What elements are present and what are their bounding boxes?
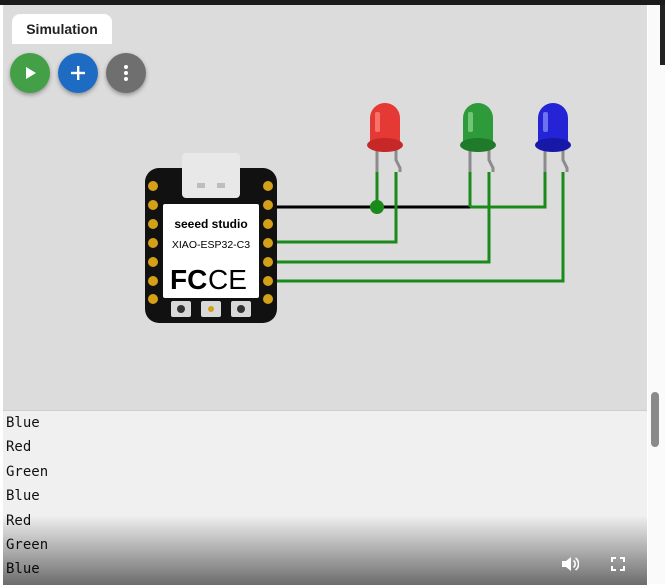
- console-line: Red: [6, 512, 32, 529]
- play-button[interactable]: [10, 53, 50, 93]
- fc-logo: FC: [170, 264, 207, 295]
- more-options-button[interactable]: [106, 53, 146, 93]
- volume-icon: [562, 557, 579, 571]
- top-bar: [0, 0, 665, 5]
- console-line: Blue: [6, 415, 40, 431]
- fullscreen-icon: [611, 557, 625, 571]
- signal-wire-red: [268, 172, 398, 244]
- wire-junction: [370, 200, 384, 214]
- scrollbar-thumb[interactable]: [651, 392, 659, 447]
- console-line: Green: [6, 536, 49, 553]
- ce-logo: CE: [208, 264, 247, 295]
- console-line: Red: [6, 439, 32, 456]
- usb-c-port: [182, 153, 240, 198]
- circuit-diagram: seeed studio XIAO-ESP32-C3 FC CE: [145, 103, 571, 323]
- play-icon: [26, 67, 36, 79]
- wires: [268, 172, 565, 283]
- board-model: XIAO-ESP32-C3: [172, 239, 250, 251]
- xiao-esp32-c3-board[interactable]: seeed studio XIAO-ESP32-C3 FC CE: [145, 153, 277, 323]
- tab-simulation[interactable]: Simulation: [12, 14, 112, 44]
- led-blue[interactable]: [535, 103, 571, 172]
- signal-wire-green: [268, 172, 491, 264]
- led-green[interactable]: [460, 103, 496, 172]
- board-brand: seeed studio: [174, 217, 247, 231]
- signal-wire-blue: [268, 172, 565, 283]
- more-vertical-icon: [124, 65, 128, 81]
- fullscreen-button[interactable]: [606, 552, 630, 576]
- pins-left: [148, 181, 158, 304]
- console-line: Blue: [6, 488, 40, 505]
- volume-button[interactable]: [558, 552, 582, 576]
- serial-monitor: Blue Red Green Blue Red Green Blue: [3, 410, 647, 585]
- ground-wire-blue: [470, 172, 547, 209]
- scrollbar-track[interactable]: [648, 5, 665, 584]
- led-red[interactable]: [367, 103, 403, 172]
- window-edge: [660, 5, 665, 65]
- plus-icon: [71, 66, 85, 80]
- add-part-button[interactable]: [58, 53, 98, 93]
- pins-right: [263, 181, 273, 304]
- console-line: Green: [6, 463, 49, 480]
- console-line: Blue: [6, 561, 40, 578]
